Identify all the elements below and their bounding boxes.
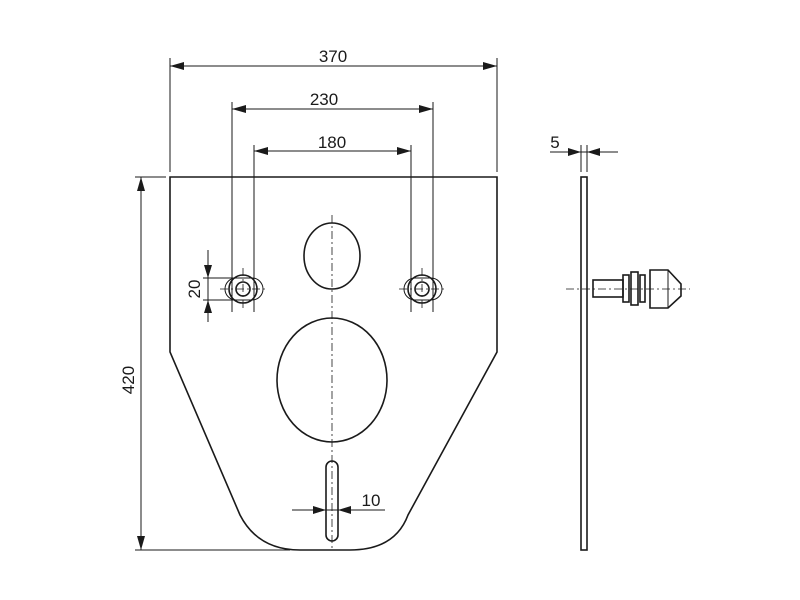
dimension-inner-hole-spacing: 180: [253, 133, 412, 312]
dimension-label-180: 180: [318, 133, 346, 152]
dimension-mount-hole-height: 20: [185, 250, 237, 322]
dimension-plate-height: 420: [119, 176, 290, 551]
dimension-label-420: 420: [119, 366, 138, 394]
left-mounting-hole: [220, 268, 268, 310]
dimension-label-5: 5: [550, 133, 559, 152]
dimension-slot-width: 10: [292, 491, 385, 514]
bolt-plug-assembly: [592, 269, 682, 309]
dimension-label-370: 370: [319, 47, 347, 66]
dimension-overall-width: 370: [169, 47, 498, 172]
plate-outline: [169, 176, 498, 551]
dimension-label-10: 10: [362, 491, 381, 510]
dimension-label-230: 230: [310, 90, 338, 109]
plate-edge: [580, 176, 588, 551]
dimension-label-20: 20: [185, 280, 204, 299]
dimension-plate-thickness: 5: [550, 133, 618, 172]
plate-front-view: [169, 176, 498, 551]
plate-side-view: 5: [550, 133, 690, 551]
right-mounting-hole: [399, 268, 447, 310]
dimension-outer-hole-spacing: 230: [231, 90, 434, 312]
